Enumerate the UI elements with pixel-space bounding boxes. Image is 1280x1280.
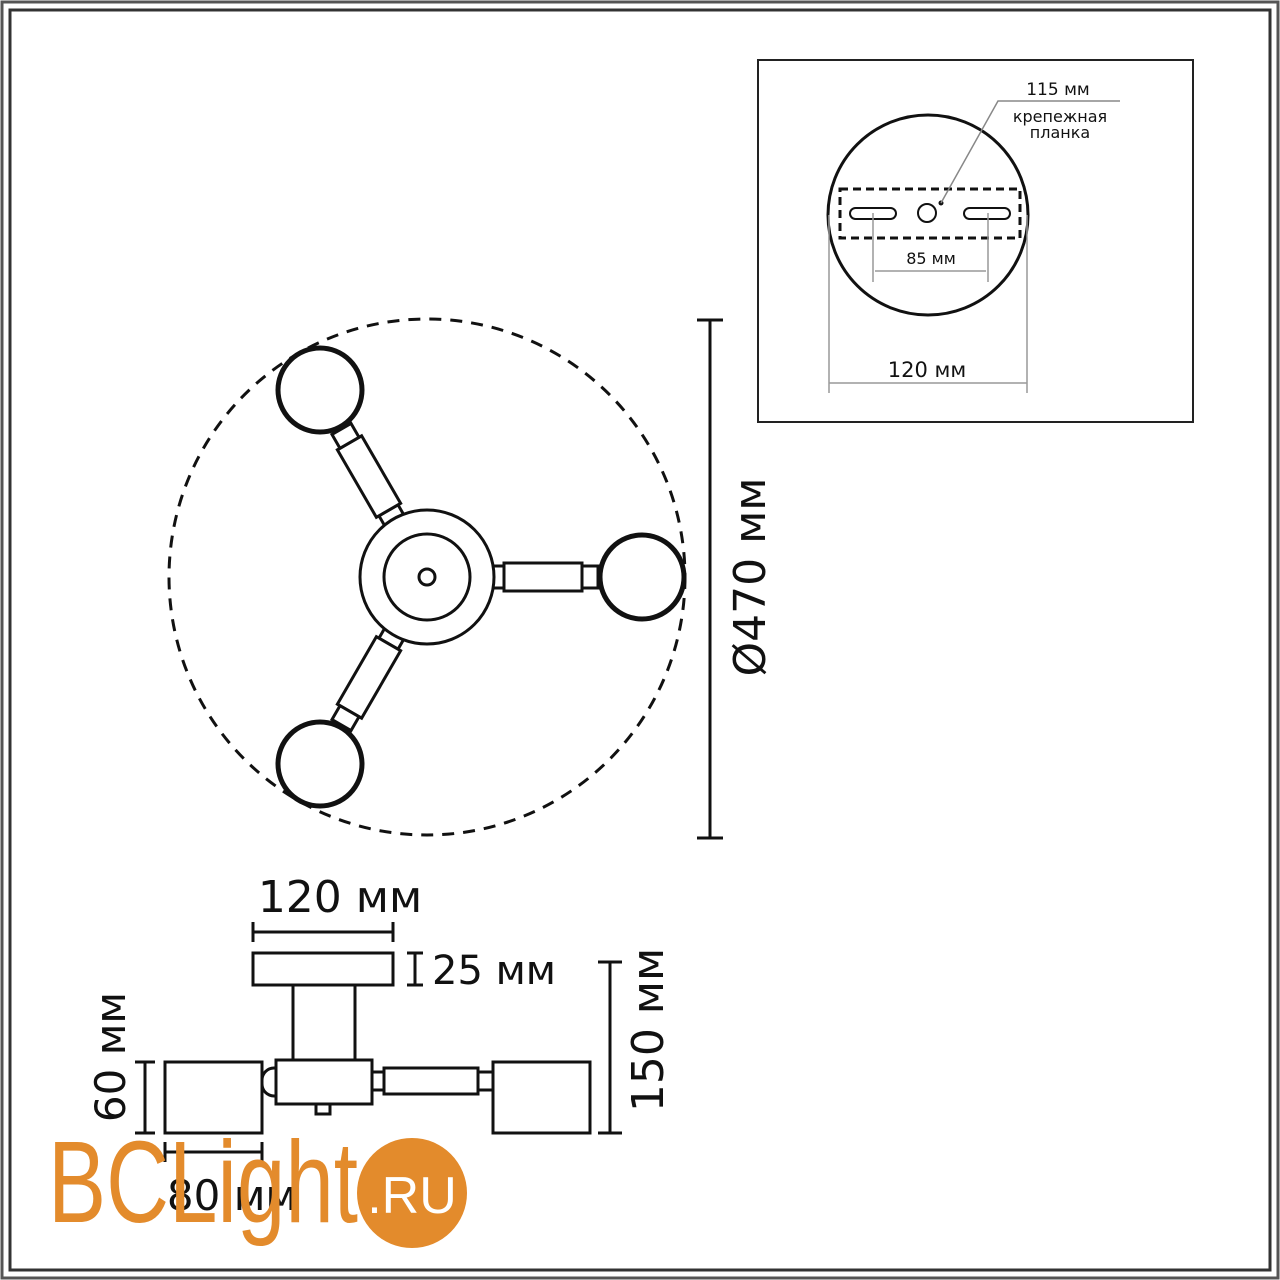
canopy-diameter-dimension [828,215,1028,393]
canopy-width-label: 120 мм [258,872,422,923]
canopy-height-dimension [407,951,423,987]
bclight-logo: BCLight .RU [48,1117,467,1248]
logo-domain: .RU [367,1167,457,1225]
right-slot [963,207,1011,220]
canopy-diameter-label: 120 мм [888,358,966,382]
shade-height-label: 60 мм [86,992,135,1122]
canopy-circle [826,113,1030,317]
total-height-dimension [598,960,622,1135]
logo-text: BCLight [48,1117,358,1247]
globe-right [597,532,687,622]
arm-upper-left [329,421,409,532]
canopy [251,951,395,987]
center-hole [917,203,937,223]
leader-line [940,100,1120,204]
inner-frame [8,8,1272,1272]
canopy-width-dimension [251,922,395,942]
plate-label: 115 мм [1026,80,1090,100]
arm-right [486,561,600,593]
arm-side-right [382,1066,480,1096]
globe-upper-left [275,345,365,435]
globe-lower-left [275,719,365,809]
diameter-label: Ø470 мм [725,478,776,677]
stem [291,983,357,1064]
canopy-height-label: 25 мм [432,948,556,994]
arm-lower-left [329,622,409,733]
shade-width-dimension [163,1142,264,1162]
mounting-inset: 115 мм крепежная планка 85 мм 120 мм [757,59,1194,423]
bracket-label-2: планка [1030,123,1090,142]
hub-side [274,1058,374,1106]
hub-center [417,567,437,587]
hub-screw [314,1102,332,1116]
shade-height-dimension [135,1060,155,1135]
top-view [167,317,723,840]
slot-spacing-dimension [872,213,989,282]
mounting-bracket [838,187,1022,240]
shade-left [163,1060,264,1135]
side-view [135,922,622,1162]
shade-width-label: 80 мм [167,1171,297,1220]
slot-spacing-label: 85 мм [906,249,956,268]
inset-box [757,59,1194,423]
logo-circle [357,1138,467,1248]
total-height-label: 150 мм [623,948,674,1112]
bracket-label-1: крепежная [1013,107,1107,126]
shade-right [491,1060,592,1135]
diameter-dimension [697,318,723,840]
joint-right [370,1070,386,1092]
